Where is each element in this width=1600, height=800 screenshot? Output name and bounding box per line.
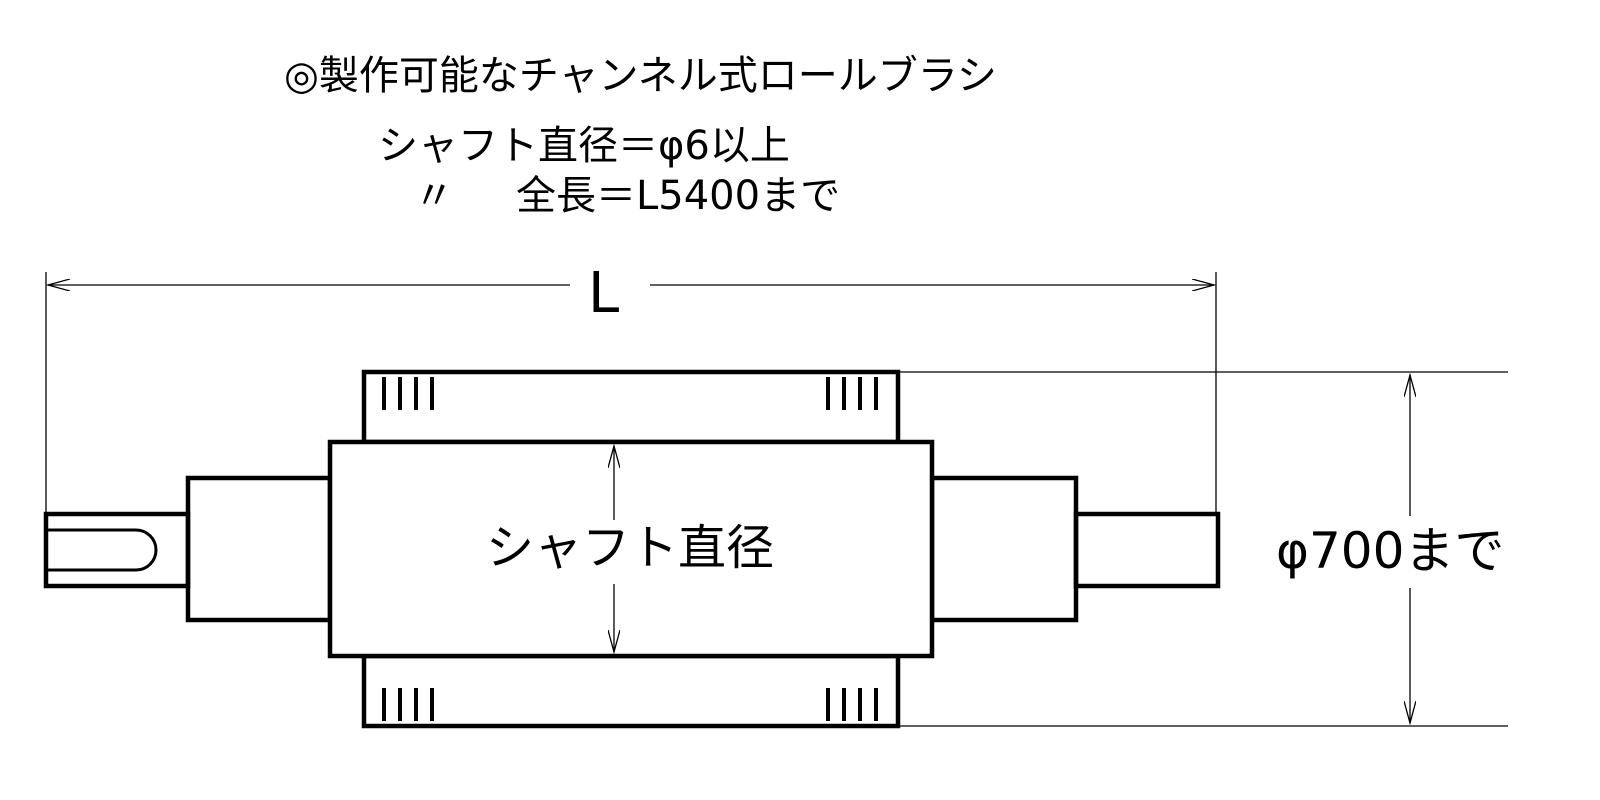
brush-bristles (382, 377, 878, 721)
length-dimension (45, 272, 1217, 512)
roll-core (327, 439, 935, 659)
right-step-shaft (929, 475, 1079, 623)
left-shaft-end (43, 511, 191, 589)
left-step-shaft (185, 475, 333, 623)
top-brush-channel (361, 369, 901, 445)
heading: ◎製作可能なチャンネル式ロールブラシ (284, 53, 997, 99)
keyway-slot (46, 528, 158, 572)
outer-diameter-label: φ700まで (1276, 522, 1505, 580)
roll-brush (43, 369, 1221, 729)
shaft-diameter-label: シャフト直径 (486, 520, 775, 576)
spec-shaft-diameter: シャフト直径＝φ6以上 (378, 123, 790, 169)
spec-total-length: 全長＝L5400まで (516, 173, 841, 219)
right-shaft-end (1073, 511, 1221, 589)
bottom-brush-channel (361, 653, 901, 729)
length-dimension-label: L (588, 261, 620, 326)
spec-ditto-mark: 〃 (414, 173, 454, 219)
outer-diameter-dimension (898, 371, 1508, 727)
